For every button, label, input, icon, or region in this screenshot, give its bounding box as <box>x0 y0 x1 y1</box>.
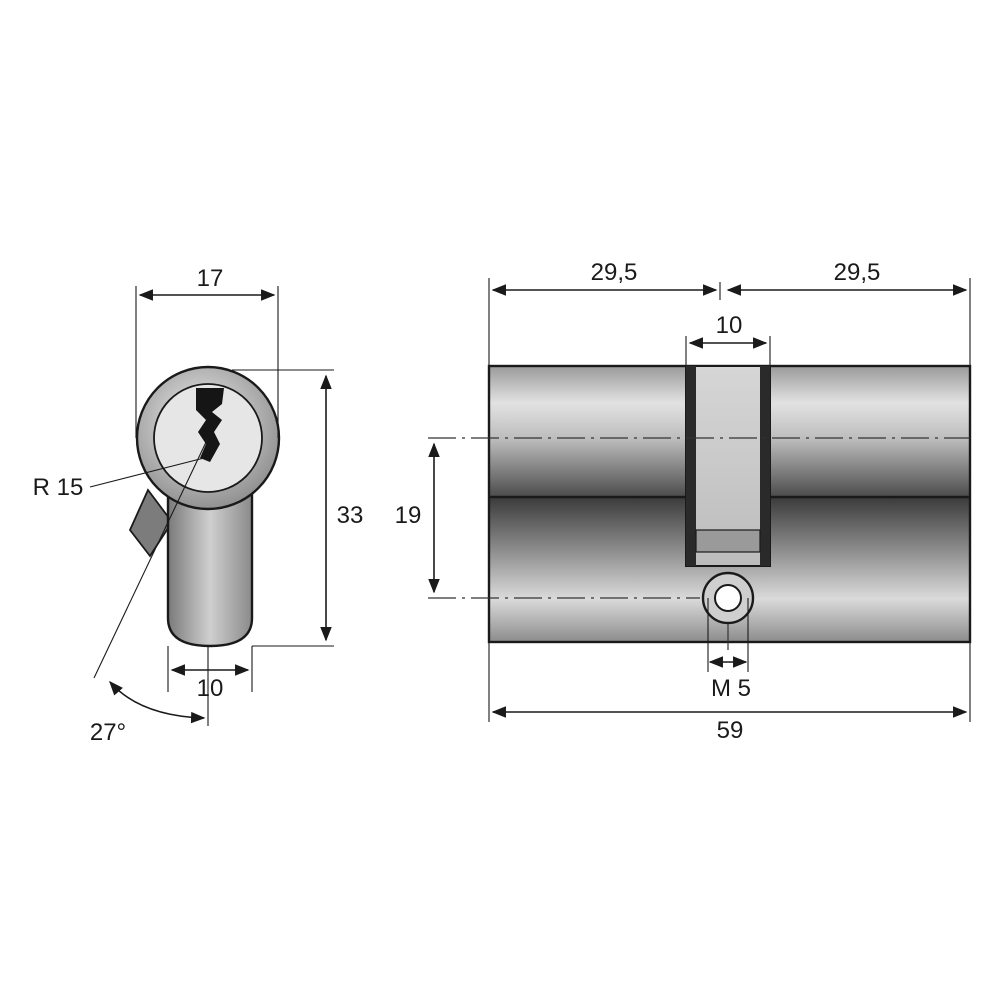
cylinder-profile-tail <box>166 468 254 648</box>
dimension-height-33: 33 <box>337 502 364 529</box>
screw-hole-inner <box>714 584 742 612</box>
dimension-cam-slot-10: 10 <box>716 312 743 339</box>
cam-lever <box>128 488 174 558</box>
front-view: 17 33 R 15 10 27° <box>33 265 364 746</box>
side-view: 29,5 29,5 10 19 M 5 59 <box>395 259 972 744</box>
dimension-width-17: 17 <box>197 265 224 292</box>
dimension-angle-27: 27° <box>90 719 126 746</box>
dimension-radius-r15: R 15 <box>33 474 84 501</box>
dimension-total-59: 59 <box>717 717 744 744</box>
dimension-screw-m5: M 5 <box>711 675 751 702</box>
dimension-center-distance-19: 19 <box>395 502 422 529</box>
keyway-icon <box>196 388 224 462</box>
dimension-left-29-5: 29,5 <box>591 259 638 286</box>
dimension-tail-width-10: 10 <box>197 675 224 702</box>
dimension-right-29-5: 29,5 <box>834 259 881 286</box>
